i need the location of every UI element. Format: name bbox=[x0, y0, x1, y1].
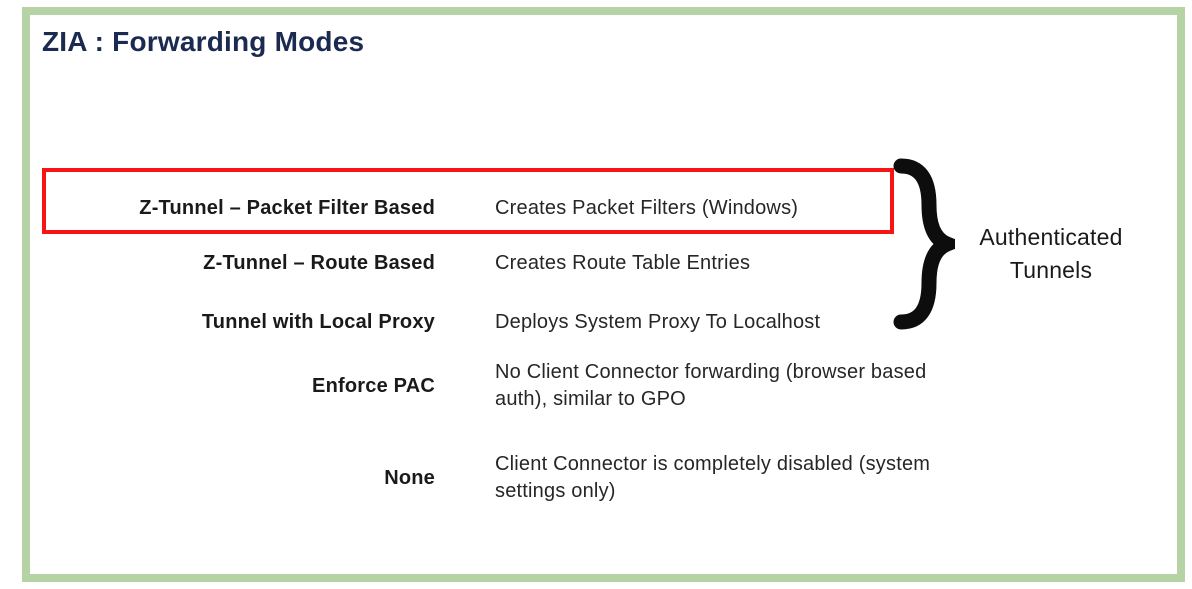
mode-label-none: None bbox=[384, 466, 435, 489]
authenticated-tunnels-label: Authenticated Tunnels bbox=[979, 224, 1123, 284]
mode-description: Creates Route Table Entries bbox=[495, 251, 751, 274]
slide-title: ZIA : Forwarding Modes bbox=[42, 26, 365, 57]
mode-description: Creates Packet Filters (Windows) bbox=[495, 196, 799, 219]
curly-brace-icon bbox=[893, 158, 955, 330]
mode-label-tunnel-local-proxy: Tunnel with Local Proxy bbox=[201, 310, 435, 333]
forwarding-mode-row: None Client Connector is completely disa… bbox=[50, 449, 965, 507]
mode-label-z-tunnel-route-based: Z-Tunnel – Route Based bbox=[203, 251, 435, 274]
slide-border-frame bbox=[22, 7, 1185, 582]
mode-label-enforce-pac: Enforce PAC bbox=[312, 374, 435, 397]
forwarding-mode-row: Z-Tunnel – Route Based Creates Route Tab… bbox=[50, 248, 965, 278]
forwarding-mode-row: Enforce PAC No Client Connector forwardi… bbox=[50, 357, 965, 415]
mode-description: Client Connector is completely disabled … bbox=[495, 453, 931, 502]
mode-label-z-tunnel-packet-filter: Z-Tunnel – Packet Filter Based bbox=[139, 196, 435, 219]
mode-description: Deploys System Proxy To Localhost bbox=[495, 310, 821, 333]
forwarding-mode-row: Tunnel with Local Proxy Deploys System P… bbox=[50, 307, 965, 337]
red-highlight-box bbox=[42, 168, 894, 234]
forwarding-mode-row: Z-Tunnel – Packet Filter Based Creates P… bbox=[50, 193, 965, 223]
mode-description: No Client Connector forwarding (browser … bbox=[495, 361, 927, 410]
